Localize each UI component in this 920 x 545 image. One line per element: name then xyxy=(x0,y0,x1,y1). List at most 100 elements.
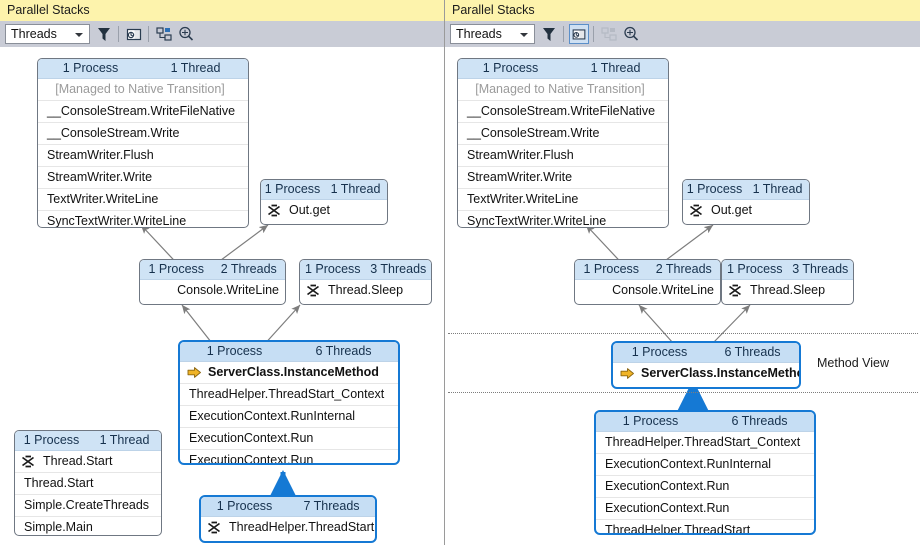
stack-node-box[interactable]: 1 Process 1 Thread [Managed to Native Tr… xyxy=(37,58,249,228)
paused-threads-icon xyxy=(690,204,702,217)
stack-frame-label: Out.get xyxy=(289,203,330,217)
stack-frame-label: Thread.Sleep xyxy=(750,283,826,297)
auto-scroll-button-left[interactable] xyxy=(154,24,174,44)
stack-frame[interactable]: ExecutionContext.Run xyxy=(189,453,314,465)
stack-frame[interactable]: Simple.CreateThreads xyxy=(15,495,161,517)
stack-frame-list: Console.WriteLine xyxy=(140,280,285,301)
stack-frame[interactable]: TextWriter.WriteLine xyxy=(458,189,668,211)
stack-frame[interactable]: Simple.Main xyxy=(24,520,93,534)
view-mode-combo-left[interactable]: Threads xyxy=(5,24,90,44)
stack-frame[interactable]: ExecutionContext.RunInternal xyxy=(180,406,398,428)
stack-frame[interactable]: __ConsoleStream.Write xyxy=(458,123,668,145)
stack-frame[interactable]: __ConsoleStream.Write xyxy=(38,123,248,145)
zoom-control-button-right[interactable] xyxy=(621,24,641,44)
stack-frame[interactable]: Out.get xyxy=(683,200,809,221)
stack-canvas-left[interactable]: 1 Process 1 Thread [Managed to Native Tr… xyxy=(0,47,444,545)
stack-frame-list: Console.WriteLine xyxy=(575,280,720,301)
thread-count-label: 1 Thread xyxy=(330,182,381,196)
thread-count-label: 2 Threads xyxy=(655,262,712,276)
process-count-label: 1 Process xyxy=(622,414,679,428)
stack-frame[interactable]: ExecutionContext.Run xyxy=(596,498,814,520)
process-count-label: 1 Process xyxy=(216,499,273,513)
stack-node-header: 1 Process 1 Thread xyxy=(38,59,248,79)
stack-frame[interactable]: ExecutionContext.Run xyxy=(596,476,814,498)
stack-frame-label: Out.get xyxy=(711,203,752,217)
stack-node-header: 1 Process 6 Threads xyxy=(596,412,814,432)
stack-frame[interactable]: ThreadHelper.ThreadStart xyxy=(605,523,751,535)
stack-node-box[interactable]: 1 Process 1 Thread [Managed to Native Tr… xyxy=(457,58,669,228)
stack-frame-list: Out.get xyxy=(683,200,809,221)
process-count-label: 1 Process xyxy=(23,433,80,447)
stack-node-header: 1 Process 7 Threads xyxy=(201,497,375,517)
process-count-label: 1 Process xyxy=(62,61,119,75)
stack-node-header: 1 Process 2 Threads xyxy=(575,260,720,280)
stack-frame[interactable]: ThreadHelper.ThreadStart_Context xyxy=(180,384,398,406)
stack-node-box[interactable]: 1 Process 2 Threads Console.WriteLine xyxy=(139,259,286,305)
stack-node-box[interactable]: 1 Process 1 Thread Out.get xyxy=(682,179,810,225)
stack-frame-current[interactable]: ServerClass.InstanceMethod xyxy=(613,363,799,384)
stack-node-header: 1 Process 1 Thread xyxy=(458,59,668,79)
stack-frame[interactable]: Thread.Sleep xyxy=(722,280,853,301)
stack-frame[interactable]: __ConsoleStream.WriteFileNative xyxy=(38,101,248,123)
stack-frame[interactable]: Out.get xyxy=(261,200,387,221)
stack-frame[interactable]: StreamWriter.Flush xyxy=(38,145,248,167)
stack-frame[interactable]: SyncTextWriter.WriteLine xyxy=(47,214,187,228)
paused-threads-icon xyxy=(268,204,280,217)
stack-canvas-right[interactable]: Method View 1 Process 1 Thread [Managed … xyxy=(445,47,920,545)
toolbar-right: Threads xyxy=(445,21,920,48)
zoom-control-button-left[interactable] xyxy=(176,24,196,44)
stack-node-box[interactable]: 1 Process 1 Thread Out.get xyxy=(260,179,388,225)
stack-frame[interactable]: [Managed to Native Transition] xyxy=(38,79,248,101)
stack-frame[interactable]: Console.WriteLine xyxy=(177,283,279,297)
stack-node-header: 1 Process 1 Thread xyxy=(261,180,387,200)
stack-frame[interactable]: ThreadHelper.ThreadStart xyxy=(201,517,375,538)
show-only-flagged-button-right[interactable] xyxy=(569,24,589,44)
auto-scroll-icon xyxy=(601,27,617,41)
stack-node-box-selected[interactable]: 1 Process 6 Threads ServerClass.Instance… xyxy=(178,340,400,465)
stack-frame[interactable]: TextWriter.WriteLine xyxy=(38,189,248,211)
zoom-icon xyxy=(179,26,194,41)
stack-frame[interactable]: StreamWriter.Write xyxy=(38,167,248,189)
stack-node-box-selected[interactable]: 1 Process 6 Threads ThreadHelper.ThreadS… xyxy=(594,410,816,535)
stack-frame-list: ThreadHelper.ThreadStart_Context Executi… xyxy=(596,432,814,535)
stack-node-box[interactable]: 1 Process 1 Thread Thread.Start Thread.S… xyxy=(14,430,162,536)
stack-frame[interactable]: StreamWriter.Flush xyxy=(458,145,668,167)
show-only-flagged-button-left[interactable] xyxy=(124,24,144,44)
auto-scroll-button-right[interactable] xyxy=(599,24,619,44)
toggle-method-view-button-right[interactable] xyxy=(539,24,559,44)
filter-icon xyxy=(543,28,555,41)
stack-frame[interactable]: ExecutionContext.RunInternal xyxy=(596,454,814,476)
stack-frame[interactable]: Console.WriteLine xyxy=(612,283,714,297)
stack-frame[interactable]: [Managed to Native Transition] xyxy=(458,79,668,101)
stack-node-box[interactable]: 1 Process 2 Threads Console.WriteLine xyxy=(574,259,721,305)
stack-frame-list: ServerClass.InstanceMethod ThreadHelper.… xyxy=(180,362,398,465)
stack-frame[interactable]: SyncTextWriter.WriteLine xyxy=(467,214,607,228)
process-count-label: 1 Process xyxy=(631,345,688,359)
stack-node-box[interactable]: 1 Process 3 Threads Thread.Sleep xyxy=(721,259,854,305)
stack-frame[interactable]: Thread.Start xyxy=(15,473,161,495)
stack-node-header: 1 Process 6 Threads xyxy=(613,343,799,363)
stack-node-header: 1 Process 3 Threads xyxy=(722,260,853,280)
stack-frame[interactable]: Thread.Sleep xyxy=(300,280,431,301)
toolbar-separator-2-right xyxy=(593,26,594,42)
stack-node-header: 1 Process 3 Threads xyxy=(300,260,431,280)
stack-frame[interactable]: Thread.Start xyxy=(15,451,161,473)
stack-node-box-selected[interactable]: 1 Process 7 Threads ThreadHelper.ThreadS… xyxy=(199,495,377,543)
process-count-label: 1 Process xyxy=(726,262,783,276)
view-mode-combo-right[interactable]: Threads xyxy=(450,24,535,44)
stack-node-box-selected[interactable]: 1 Process 6 Threads ServerClass.Instance… xyxy=(611,341,801,389)
thread-count-label: 1 Thread xyxy=(99,433,150,447)
stack-frame[interactable]: StreamWriter.Write xyxy=(458,167,668,189)
method-view-divider-bottom xyxy=(448,392,918,393)
stack-frame[interactable]: ExecutionContext.Run xyxy=(180,428,398,450)
stack-frame-current[interactable]: ServerClass.InstanceMethod xyxy=(180,362,398,384)
stack-node-header: 1 Process 1 Thread xyxy=(15,431,161,451)
toggle-method-view-button-left[interactable] xyxy=(94,24,114,44)
show-only-flagged-icon xyxy=(572,29,586,40)
parallel-stacks-panel-left: Parallel Stacks Threads xyxy=(0,0,445,545)
stack-frame[interactable]: __ConsoleStream.WriteFileNative xyxy=(458,101,668,123)
stack-frame[interactable]: ThreadHelper.ThreadStart_Context xyxy=(596,432,814,454)
thread-count-label: 7 Threads xyxy=(303,499,360,513)
stack-node-box[interactable]: 1 Process 3 Threads Thread.Sleep xyxy=(299,259,432,305)
stack-frame-list: [Managed to Native Transition] __Console… xyxy=(38,79,248,228)
